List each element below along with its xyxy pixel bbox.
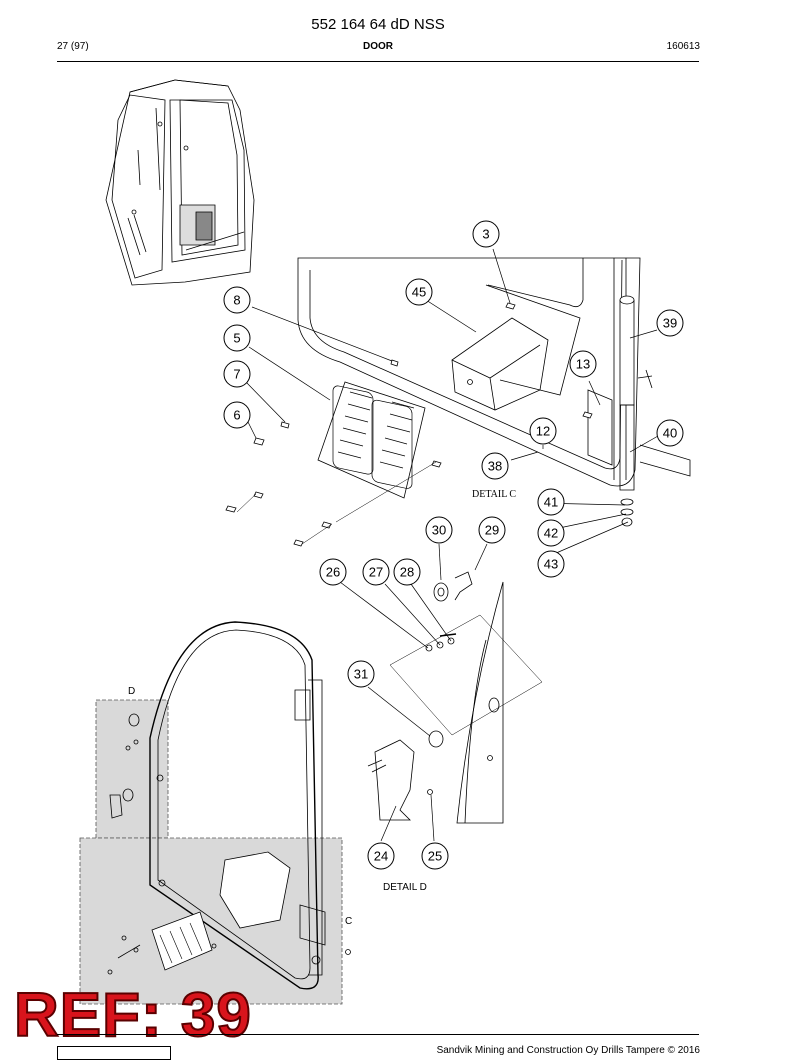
cab-overview-drawing [105, 79, 255, 286]
callout-6: 6 [223, 401, 251, 429]
callout-8: 8 [223, 286, 251, 314]
ref-stamp: REF: 39 [13, 981, 252, 1050]
footer-copyright: Sandvik Mining and Construction Oy Drill… [436, 1045, 700, 1056]
section-title: DOOR [363, 41, 393, 52]
door-overview-drawing [79, 621, 351, 1005]
door-panel-drawing [225, 257, 691, 547]
callout-40: 40 [656, 419, 684, 447]
callout-41: 41 [537, 488, 565, 516]
callout-28: 28 [393, 558, 421, 586]
callout-7: 7 [223, 360, 251, 388]
svg-text:43: 43 [544, 557, 558, 572]
detail-c-marker: C [345, 916, 352, 927]
svg-text:31: 31 [354, 667, 368, 682]
svg-text:13: 13 [576, 357, 590, 372]
svg-text:28: 28 [400, 565, 414, 580]
date-code: 160613 [666, 41, 700, 52]
callout-5: 5 [223, 324, 251, 352]
svg-text:6: 6 [233, 408, 240, 423]
detail-d-label: DETAIL D [383, 882, 427, 893]
svg-text:42: 42 [544, 526, 558, 541]
svg-text:8: 8 [233, 293, 240, 308]
svg-text:30: 30 [432, 523, 446, 538]
callout-30: 30 [425, 516, 453, 544]
footer-rule [57, 1034, 699, 1035]
svg-text:12: 12 [536, 424, 550, 439]
svg-text:3: 3 [482, 227, 489, 242]
svg-text:24: 24 [374, 849, 388, 864]
svg-text:7: 7 [233, 367, 240, 382]
detail-c-label: DETAIL C [472, 489, 516, 500]
svg-text:29: 29 [485, 523, 499, 538]
callout-43: 43 [537, 550, 565, 578]
svg-text:25: 25 [428, 849, 442, 864]
callout-27: 27 [362, 558, 390, 586]
detail-d-marker: D [128, 686, 135, 697]
callout-38: 38 [481, 452, 509, 480]
callout-26: 26 [319, 558, 347, 586]
company-logo [57, 1046, 171, 1060]
callout-25: 25 [421, 842, 449, 870]
header-rule [57, 61, 699, 62]
callout-3: 3 [472, 220, 500, 248]
svg-text:39: 39 [663, 316, 677, 331]
svg-text:40: 40 [663, 426, 677, 441]
callout-29: 29 [478, 516, 506, 544]
callout-13: 13 [569, 350, 597, 378]
svg-text:26: 26 [326, 565, 340, 580]
latch-exploded-drawing [367, 571, 543, 824]
svg-text:38: 38 [488, 459, 502, 474]
leader-lines [245, 248, 659, 842]
svg-text:5: 5 [233, 331, 240, 346]
page-number: 27 (97) [57, 41, 89, 52]
callout-12: 12 [529, 417, 557, 445]
callout-42: 42 [537, 519, 565, 547]
callout-31: 31 [347, 660, 375, 688]
svg-text:41: 41 [544, 495, 558, 510]
svg-text:45: 45 [412, 285, 426, 300]
document-number: 552 164 64 dD NSS [311, 16, 445, 33]
callout-24: 24 [367, 842, 395, 870]
svg-text:27: 27 [369, 565, 383, 580]
callout-45: 45 [405, 278, 433, 306]
callout-39: 39 [656, 309, 684, 337]
